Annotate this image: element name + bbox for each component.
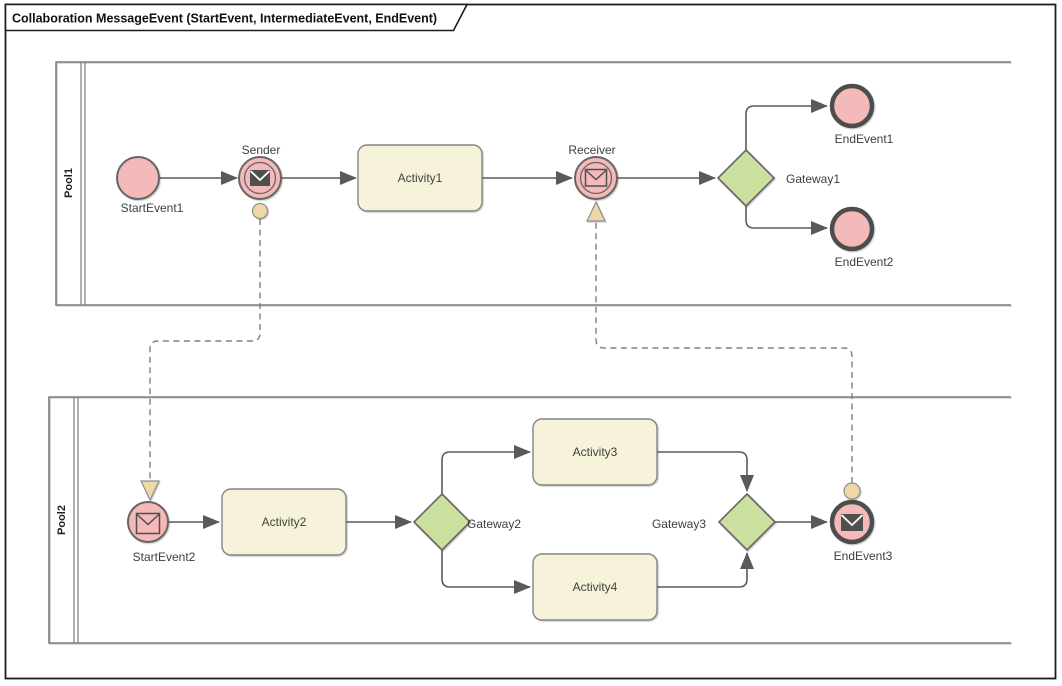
endevent2-label: EndEvent2: [835, 255, 894, 269]
pool1-label: Pool1: [63, 168, 75, 198]
message-flow-endevent3-receiver[interactable]: [595, 222, 853, 483]
message-flow-arrowhead-startevent2: [140, 480, 160, 502]
flow-gateway2-activity3[interactable]: [441, 445, 531, 494]
node-sender[interactable]: Sender: [238, 143, 282, 200]
startevent2-label: StartEvent2: [133, 550, 196, 564]
node-activity3[interactable]: Activity3: [532, 418, 658, 486]
sequence-flows-pool2: [168, 445, 828, 594]
diagram-title-tab: [4, 3, 469, 32]
gateway1-label: Gateway1: [786, 172, 840, 186]
message-flow-sender-startevent2[interactable]: [149, 219, 261, 480]
node-startevent1[interactable]: StartEvent1: [116, 156, 184, 215]
activity4-label: Activity4: [573, 580, 618, 594]
node-endevent3[interactable]: EndEvent3: [829, 499, 893, 563]
pool2[interactable]: Pool2: [48, 396, 1011, 644]
receiver-label: Receiver: [568, 143, 615, 157]
message-envelope-outline-icon: [584, 168, 608, 187]
activity2-label: Activity2: [262, 515, 307, 529]
sequence-flows-pool1: [159, 99, 828, 235]
message-envelope-filled-icon: [840, 514, 864, 531]
node-gateway2[interactable]: Gateway2: [412, 492, 521, 552]
flow-gateway1-endevent2[interactable]: [745, 206, 828, 235]
pool1[interactable]: Pool1: [55, 61, 1011, 306]
endevent3-label: EndEvent3: [834, 549, 893, 563]
message-flow-source-marker-endevent3: [843, 482, 861, 500]
message-flows: [140, 200, 861, 502]
message-flow-arrowhead-receiver: [586, 200, 606, 222]
node-gateway1[interactable]: Gateway1: [716, 148, 840, 208]
message-envelope-filled-icon: [249, 170, 271, 186]
message-envelope-outline-icon: [135, 512, 161, 535]
startevent1-label: StartEvent1: [121, 201, 184, 215]
diagram-title: Collaboration MessageEvent (StartEvent, …: [12, 12, 437, 26]
endevent1-label: EndEvent1: [835, 132, 894, 146]
node-gateway3[interactable]: Gateway3: [652, 492, 777, 552]
sender-label: Sender: [242, 143, 281, 157]
gateway3-label: Gateway3: [652, 517, 706, 531]
diagram-frame: [4, 3, 1057, 680]
pool2-label: Pool2: [56, 505, 68, 535]
activity3-label: Activity3: [573, 445, 618, 459]
activity1-label: Activity1: [398, 171, 443, 185]
message-flow-source-marker-sender: [251, 202, 269, 220]
node-endevent1[interactable]: EndEvent1: [829, 83, 894, 146]
node-endevent2[interactable]: EndEvent2: [829, 206, 894, 269]
flow-activity4-gateway3[interactable]: [657, 552, 754, 588]
node-activity4[interactable]: Activity4: [532, 553, 658, 621]
node-receiver[interactable]: Receiver: [568, 143, 618, 200]
flow-activity3-gateway3[interactable]: [657, 451, 754, 492]
node-activity2[interactable]: Activity2: [221, 488, 347, 556]
node-startevent2[interactable]: StartEvent2: [127, 501, 196, 564]
gateway2-label: Gateway2: [467, 517, 521, 531]
node-activity1[interactable]: Activity1: [357, 144, 483, 212]
flow-gateway1-endevent1[interactable]: [745, 99, 828, 150]
flow-gateway2-activity4[interactable]: [441, 550, 531, 594]
